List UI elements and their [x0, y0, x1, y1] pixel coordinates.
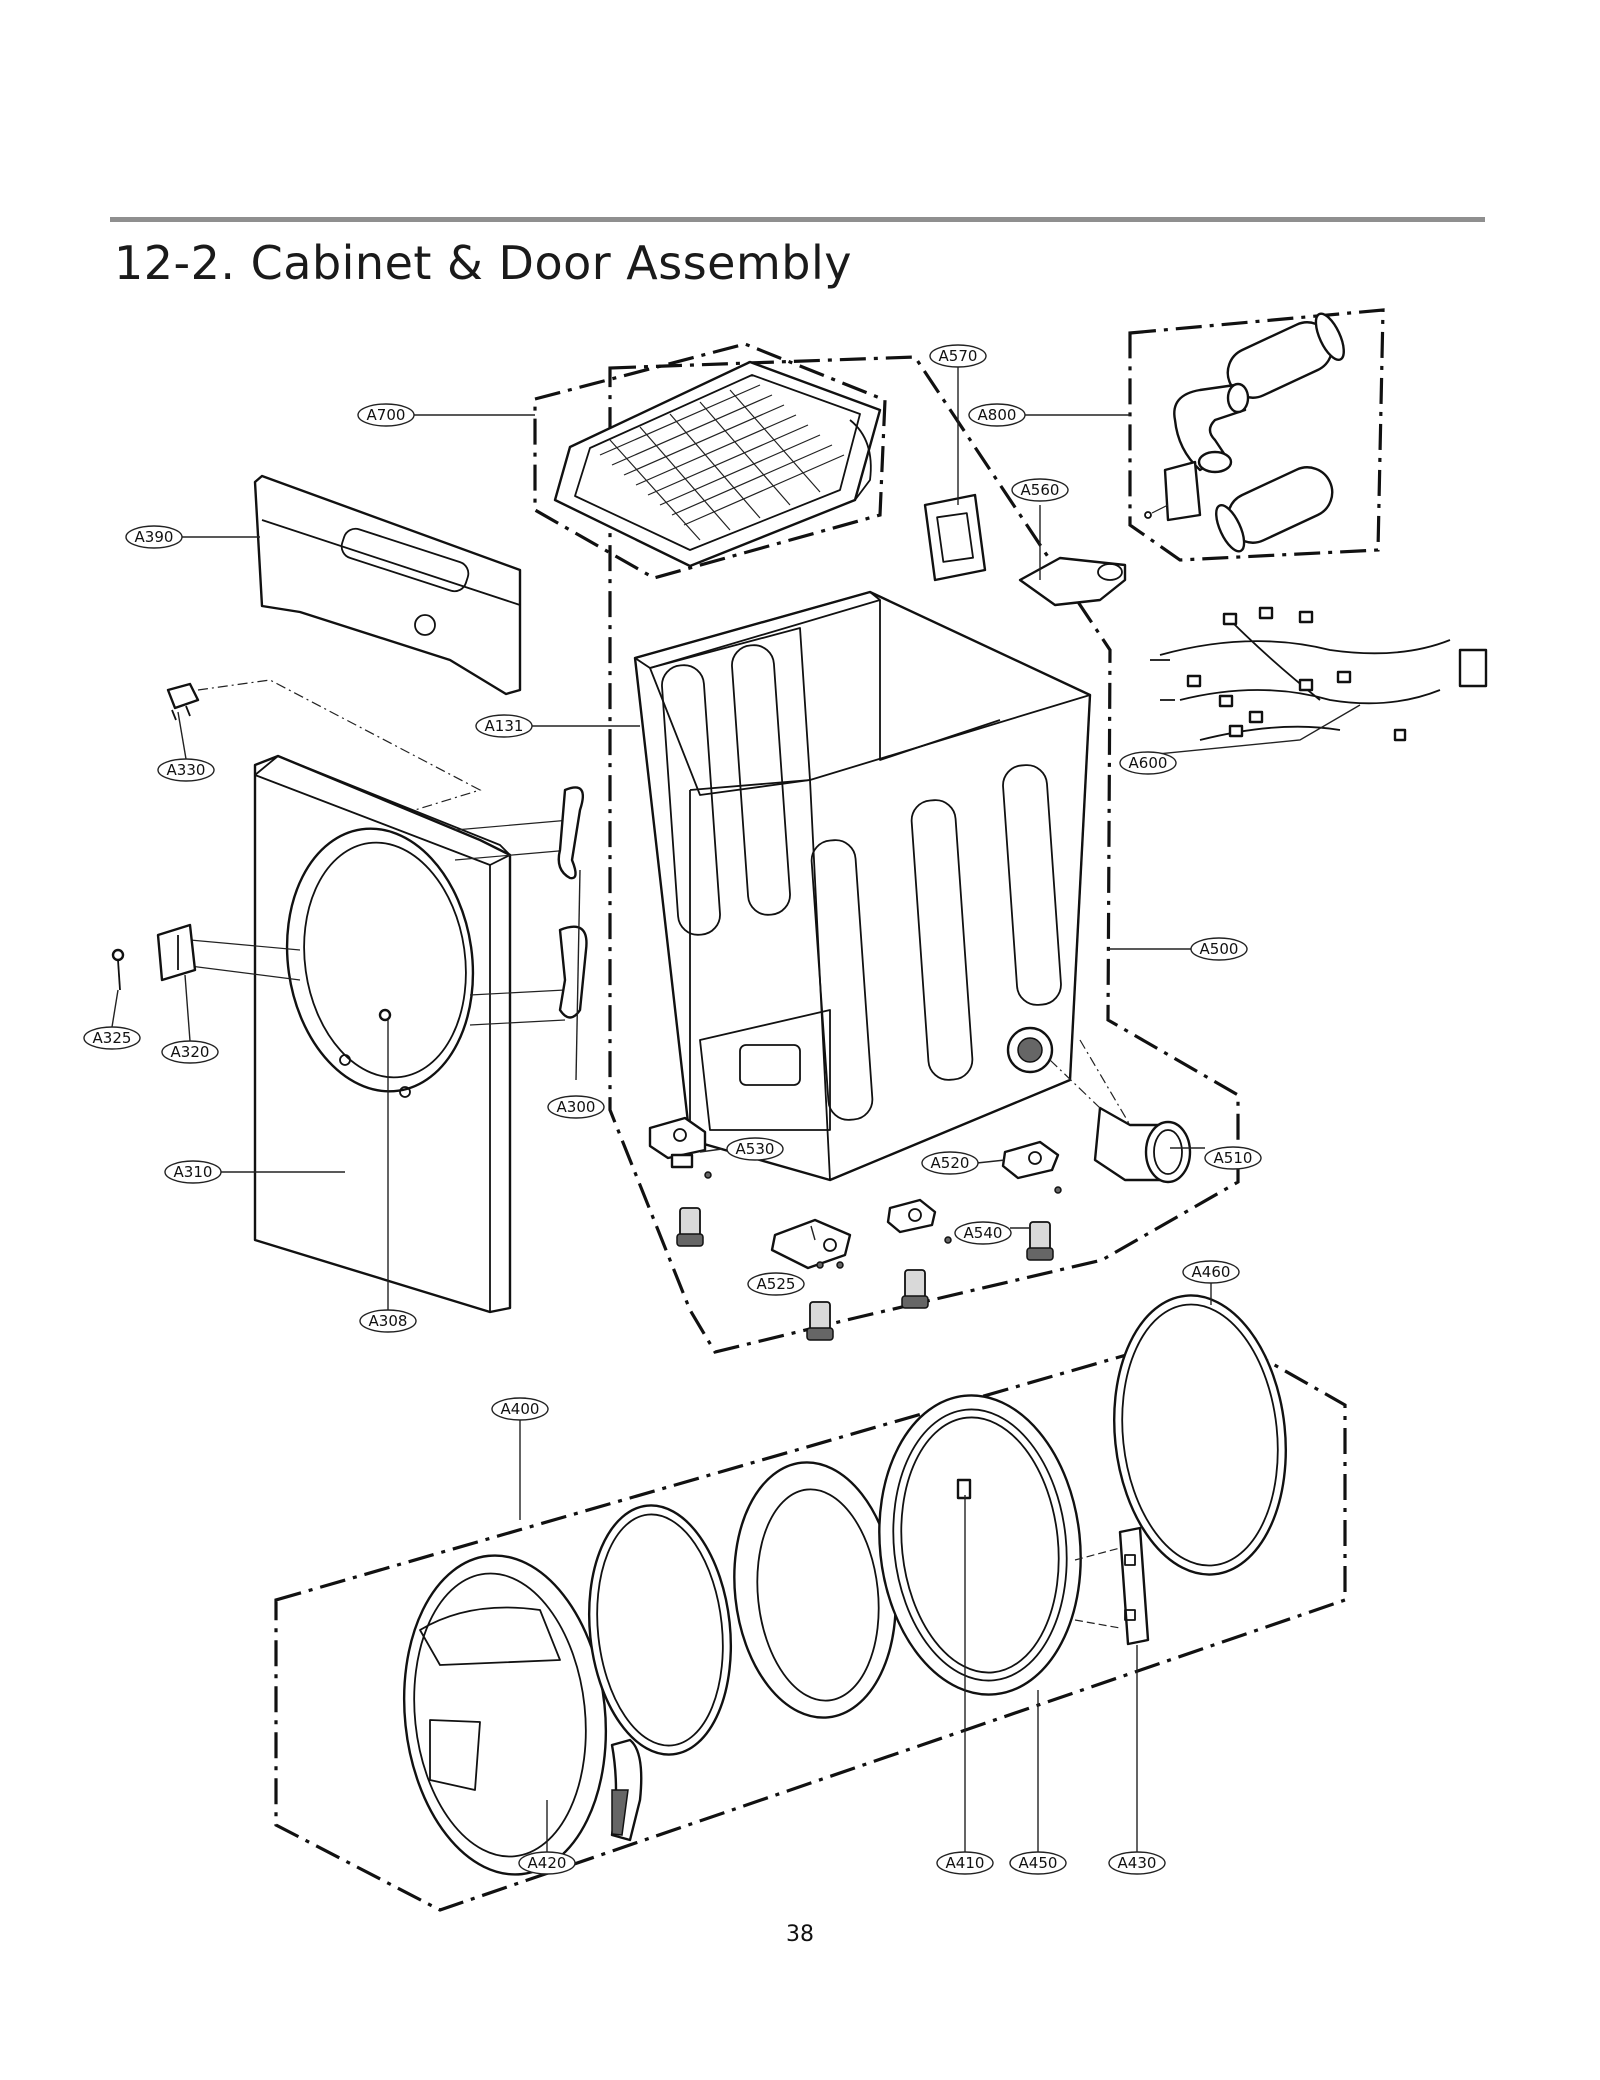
- bracket-a520-part: [886, 1140, 1062, 1244]
- label-a330: A330: [157, 758, 215, 782]
- label-a325: A325: [83, 1026, 141, 1050]
- label-a560: A560: [1011, 478, 1069, 502]
- duct-kit-part: [1144, 312, 1345, 553]
- label-a308: A308: [359, 1309, 417, 1333]
- label-a430: A430: [1108, 1851, 1166, 1875]
- svg-text:A131: A131: [485, 717, 524, 735]
- page-number: 38: [786, 1922, 814, 1947]
- screw-a325-part: [111, 948, 125, 991]
- label-a520: A520: [921, 1151, 979, 1175]
- switch-a330-part: [166, 679, 482, 831]
- svg-text:A390: A390: [135, 528, 174, 546]
- bracket-a525-part: [770, 1218, 852, 1270]
- label-a320: A320: [161, 1040, 219, 1064]
- svg-text:A450: A450: [1019, 1854, 1058, 1872]
- legs-a540-part: [676, 1207, 1054, 1341]
- exhaust-duct-part: [1049, 1039, 1192, 1184]
- door-outer-a420-part: [402, 1554, 608, 1876]
- svg-text:A325: A325: [93, 1029, 132, 1047]
- svg-text:A600: A600: [1129, 754, 1168, 772]
- svg-text:A700: A700: [367, 406, 406, 424]
- svg-text:A460: A460: [1192, 1263, 1231, 1281]
- svg-text:A430: A430: [1118, 1854, 1157, 1872]
- label-a510: A510: [1204, 1146, 1262, 1170]
- front-panel-part: [189, 754, 571, 1314]
- label-a300: A300: [547, 1095, 605, 1119]
- label-a390: A390: [125, 525, 183, 549]
- bracket-a570-part: [923, 493, 987, 582]
- hinge-lower-part: [558, 925, 588, 1019]
- door-ring-part: [587, 1504, 733, 1756]
- svg-text:A308: A308: [369, 1312, 408, 1330]
- latch-a320-part: [156, 923, 197, 982]
- hinge-upper-part: [557, 786, 585, 880]
- duct-a560-part: [1018, 556, 1127, 607]
- svg-text:A560: A560: [1021, 481, 1060, 499]
- label-a131: A131: [475, 714, 533, 738]
- screw-a308-part: [378, 1008, 392, 1022]
- wiring-harness-part: [1150, 606, 1488, 742]
- group-outline-a700: [533, 342, 887, 580]
- label-a450: A450: [1009, 1851, 1067, 1875]
- label-a460: A460: [1182, 1260, 1240, 1284]
- svg-text:A500: A500: [1200, 940, 1239, 958]
- hinge-a430-part: [1074, 1526, 1150, 1646]
- svg-text:A530: A530: [736, 1140, 775, 1158]
- svg-text:A540: A540: [964, 1224, 1003, 1242]
- bracket-a530-part: [648, 1116, 712, 1179]
- label-a500: A500: [1190, 937, 1248, 961]
- control-frame-part: [253, 474, 522, 696]
- door-handle-part: [610, 1738, 643, 1842]
- label-a800: A800: [968, 403, 1026, 427]
- page-title: 12-2. Cabinet & Door Assembly: [114, 236, 852, 290]
- door-inner-a450-part: [878, 1394, 1082, 1696]
- group-outline-a800: [1128, 308, 1385, 562]
- svg-text:A800: A800: [978, 406, 1017, 424]
- svg-text:A510: A510: [1214, 1149, 1253, 1167]
- label-a570: A570: [929, 344, 987, 368]
- label-a410: A410: [936, 1851, 994, 1875]
- gasket-a460-part: [1113, 1294, 1287, 1576]
- door-glass-part: [733, 1461, 897, 1719]
- label-a525: A525: [747, 1272, 805, 1296]
- label-a400: A400: [491, 1397, 549, 1421]
- label-a600: A600: [1119, 751, 1177, 775]
- svg-text:A330: A330: [167, 761, 206, 779]
- label-a540: A540: [954, 1221, 1012, 1245]
- svg-text:A310: A310: [174, 1163, 213, 1181]
- label-a700: A700: [357, 403, 415, 427]
- svg-text:A400: A400: [501, 1400, 540, 1418]
- cabinet-part: [633, 590, 1092, 1182]
- svg-text:A300: A300: [557, 1098, 596, 1116]
- svg-text:A570: A570: [939, 347, 978, 365]
- leader-lines: [111, 367, 1361, 1852]
- svg-text:A525: A525: [757, 1275, 796, 1293]
- header-rule: [110, 217, 1485, 222]
- svg-text:A420: A420: [528, 1854, 567, 1872]
- label-a530: A530: [726, 1137, 784, 1161]
- svg-text:A410: A410: [946, 1854, 985, 1872]
- top-grille-part: [553, 360, 882, 568]
- label-a310: A310: [164, 1160, 222, 1184]
- label-a420: A420: [518, 1851, 576, 1875]
- svg-text:A320: A320: [171, 1043, 210, 1061]
- svg-text:A520: A520: [931, 1154, 970, 1172]
